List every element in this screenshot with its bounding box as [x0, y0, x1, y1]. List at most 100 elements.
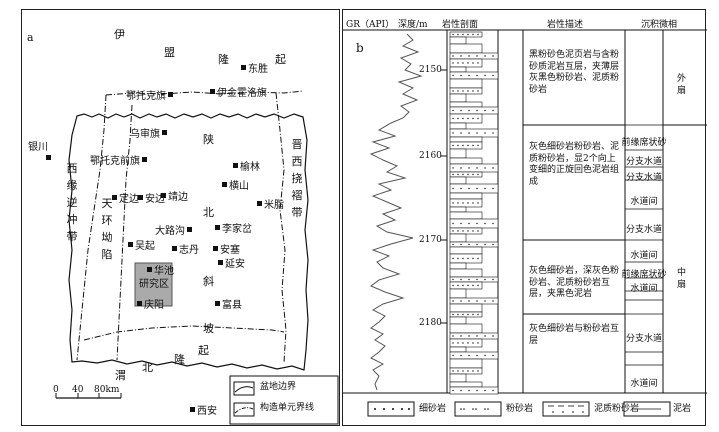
litho-dot: [492, 354, 494, 357]
litho-bed: [449, 183, 499, 194]
litho-dot: [476, 74, 478, 77]
legend-mud: 泥岩: [673, 404, 692, 414]
litho-bed: [449, 303, 483, 313]
lithology-column: [449, 31, 499, 395]
litho-dot: [484, 389, 486, 392]
litho-bed: [449, 52, 499, 60]
litho-dot: [492, 335, 494, 337]
panel-b-label: b: [356, 41, 364, 55]
log-panel: GR（API） 深度/m 岩性剖面 岩性描述 沉积微相 b: [342, 9, 707, 426]
litho-dot: [477, 284, 479, 287]
litho-dot: [477, 62, 479, 64]
litho-dot: [484, 187, 486, 190]
litho-dot: [460, 222, 462, 225]
region-weibei-1: 渭: [115, 369, 126, 382]
litho-bed: [449, 346, 467, 353]
region-shanbei-2: 北: [203, 206, 214, 219]
unit-boundary-east: [275, 92, 287, 363]
litho-bed: [449, 87, 483, 95]
litho-dot: [457, 342, 459, 344]
litho-bed: [449, 297, 499, 305]
litho-dot: [462, 202, 464, 204]
header-desc: 岩性描述: [547, 20, 584, 30]
unit-boundary-south: [83, 325, 285, 341]
litho-dot: [452, 230, 454, 232]
litho-dot: [476, 109, 478, 112]
litho-dot: [460, 55, 462, 57]
litho-bed: [449, 316, 467, 325]
litho-bed: [449, 386, 499, 395]
litho-dot: [484, 222, 486, 225]
region-tianhuan: 天环坳陷: [101, 197, 113, 262]
litho-bed: [449, 31, 483, 38]
litho-dot: [467, 313, 469, 316]
desc-4: 灰色细砂岩与粉砂岩互层: [529, 324, 620, 346]
litho-dot: [477, 33, 479, 36]
city-etuoke-front: 鄂托克前旗: [90, 152, 147, 167]
litho-bed: [449, 148, 467, 159]
micro-4: 水道间: [630, 197, 658, 207]
litho-dot: [468, 243, 470, 246]
city-fuxian: 富县: [215, 296, 242, 311]
litho-dot: [468, 389, 470, 392]
litho-dot: [467, 117, 469, 120]
litho-dot: [457, 144, 459, 147]
micro-5: 分支水道: [625, 225, 662, 235]
region-yimeng-1: 伊: [114, 28, 125, 41]
facies-middle: 中扇: [677, 268, 687, 290]
litho-dot: [477, 342, 479, 344]
litho-dot: [472, 370, 474, 372]
depth-label-2170: 2170: [419, 235, 442, 245]
litho-dot: [457, 230, 459, 232]
litho-bed: [449, 262, 467, 270]
city-yanan: 延安: [218, 255, 245, 270]
litho-dot: [476, 187, 478, 190]
litho-bed: [449, 332, 499, 340]
litho-dot: [467, 62, 469, 64]
region-jinxi: 晋西挠褶带: [291, 138, 303, 220]
litho-bed: [449, 276, 499, 283]
litho-dot: [462, 144, 464, 147]
litho-dot: [452, 222, 454, 225]
litho-dot: [492, 389, 494, 392]
litho-bed: [449, 66, 467, 73]
city-huachi: 华池: [147, 262, 174, 277]
micro-2: 分支水道: [625, 157, 662, 167]
litho-dot: [452, 370, 454, 372]
desc-1: 黑粉砂色泥页岩与含粉砂质泥岩互层，夹薄层灰黑色粉砂岩、泥质粉砂岩: [529, 50, 620, 96]
litho-dot: [472, 342, 474, 344]
litho-bed: [449, 381, 483, 388]
litho-dot: [468, 300, 470, 302]
litho-bed: [449, 268, 483, 278]
city-dalugou: 大路沟: [155, 222, 192, 237]
litho-dot: [452, 335, 454, 337]
litho-dot: [467, 173, 469, 176]
litho-bed: [449, 122, 467, 130]
litho-dot: [452, 74, 454, 77]
litho-dot: [452, 33, 454, 36]
study-area-label: 研究区: [139, 279, 169, 290]
litho-bed: [449, 36, 467, 45]
litho-bed: [449, 58, 483, 68]
litho-dot: [457, 202, 459, 204]
litho-dot: [476, 278, 478, 281]
litho-dot: [477, 230, 479, 232]
litho-bed: [449, 233, 467, 243]
region-weibei-4: 起: [198, 344, 209, 357]
legend-unit-label: 构造单元界线: [260, 403, 315, 413]
litho-dot: [477, 257, 479, 260]
litho-dot: [484, 55, 486, 57]
scale-label-40: 40: [72, 385, 84, 395]
litho-dot: [484, 109, 486, 112]
litho-dot: [460, 354, 462, 357]
region-yimeng-3: 隆: [218, 53, 229, 66]
litho-dot: [457, 90, 459, 92]
litho-bed: [449, 311, 483, 318]
unit-boundary-north: [105, 90, 304, 96]
litho-dot: [484, 167, 486, 169]
city-qingyang: 庆阳: [137, 296, 164, 311]
litho-dot: [467, 370, 469, 372]
litho-bed: [449, 128, 499, 138]
litho-dot: [452, 55, 454, 57]
litho-dot: [492, 300, 494, 302]
